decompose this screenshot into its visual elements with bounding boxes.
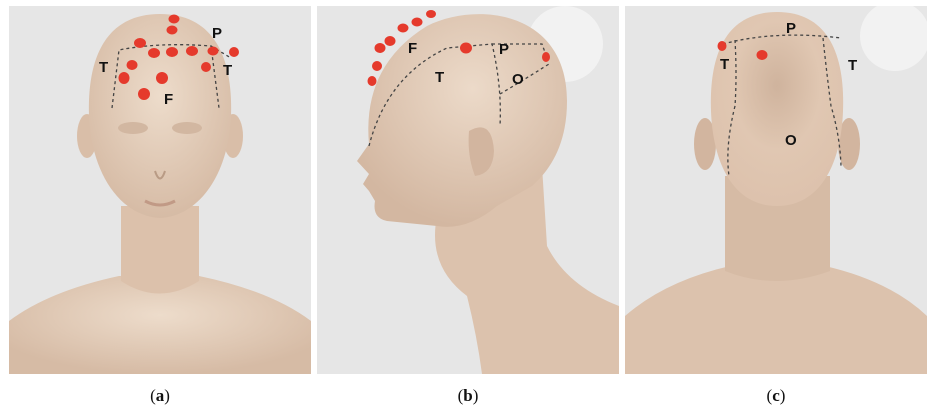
region-label-frontal: F bbox=[408, 40, 417, 57]
region-label-occipital: O bbox=[785, 132, 797, 149]
electrode bbox=[208, 47, 219, 56]
region-label-temporal-right: T bbox=[223, 62, 232, 79]
right-eye bbox=[172, 122, 202, 134]
region-label-temporal-right: T bbox=[848, 57, 857, 74]
panel-back-view: P T T O bbox=[625, 6, 927, 374]
highlight bbox=[860, 6, 927, 71]
electrode bbox=[460, 43, 472, 54]
neck bbox=[121, 206, 199, 294]
region-label-occipital: O bbox=[512, 71, 524, 88]
electrode bbox=[201, 62, 211, 72]
region-label-parietal: P bbox=[786, 20, 796, 37]
panel-side-view: F P T O bbox=[317, 6, 619, 374]
caption-c: (c) bbox=[625, 386, 927, 406]
electrode bbox=[138, 88, 150, 100]
side-head-illustration: F P T O bbox=[317, 6, 619, 374]
panel-front-view: P T T F bbox=[9, 6, 311, 374]
electrode bbox=[757, 50, 768, 60]
region-label-frontal: F bbox=[164, 91, 173, 108]
front-head-illustration: P T T F bbox=[9, 6, 311, 374]
electrode bbox=[412, 18, 423, 27]
caption-b: (b) bbox=[317, 386, 619, 406]
shoulders bbox=[625, 266, 927, 374]
left-eye bbox=[118, 122, 148, 134]
back-head-illustration: P T T O bbox=[625, 6, 927, 374]
caption-a: (a) bbox=[9, 386, 311, 406]
electrode bbox=[127, 60, 138, 70]
head bbox=[89, 14, 231, 218]
electrode bbox=[119, 72, 130, 84]
electrode bbox=[542, 52, 550, 62]
electrode bbox=[372, 61, 382, 71]
region-label-parietal: P bbox=[499, 41, 509, 58]
region-label-temporal: T bbox=[435, 69, 444, 86]
electrode bbox=[368, 76, 377, 86]
electrode bbox=[718, 41, 727, 51]
electrode bbox=[156, 72, 168, 84]
electrode bbox=[375, 43, 386, 53]
electrode bbox=[186, 46, 198, 56]
electrode bbox=[148, 48, 160, 58]
electrode bbox=[166, 47, 178, 57]
region-label-temporal-left: T bbox=[720, 56, 729, 73]
electrode bbox=[169, 15, 180, 24]
region-label-parietal: P bbox=[212, 25, 222, 42]
region-label-temporal-left: T bbox=[99, 59, 108, 76]
electrode bbox=[385, 36, 396, 46]
electrode bbox=[229, 47, 239, 57]
electrode bbox=[426, 10, 436, 18]
electrode bbox=[167, 26, 178, 35]
electrode bbox=[398, 24, 409, 33]
electrode bbox=[134, 38, 146, 48]
